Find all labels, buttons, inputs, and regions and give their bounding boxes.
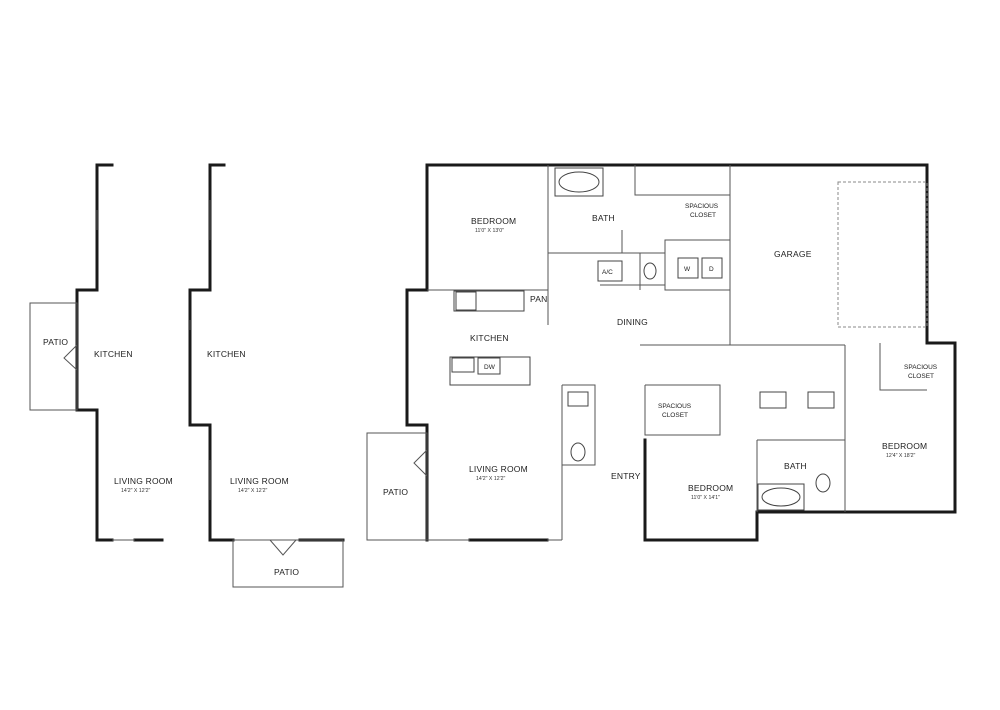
- kitchen-label: KITCHEN: [470, 333, 509, 343]
- left-alternate-plan: PATIO KITCHEN LIVING ROOM 14'2" X 12'2": [29, 163, 173, 542]
- hall-toilet: [570, 442, 586, 462]
- closet-1-label-line1: SPACIOUS: [685, 203, 719, 210]
- main-interior-walls: [427, 165, 927, 540]
- bedroom-3-dim: 12'4" X 18'2": [886, 453, 915, 459]
- left-alt-living-dim: 14'2" X 12'2": [121, 488, 150, 494]
- pantry-label: PAN: [530, 294, 547, 304]
- bath-2-sink-left: [759, 391, 787, 409]
- washer: [677, 257, 699, 279]
- main-patio-door: [413, 449, 428, 477]
- left-alt-window: [96, 210, 135, 541]
- closet-2-label-line2: CLOSET: [662, 412, 688, 419]
- bath-2-toilet: [815, 473, 831, 493]
- main-plan: BEDROOM 11'0" X 13'0" BATH SPACIOUS CLOS…: [366, 163, 957, 542]
- bath-1-toilet: [643, 262, 657, 280]
- ac-label: A/C: [602, 269, 613, 276]
- bedroom-1-label: BEDROOM: [471, 216, 516, 226]
- left-alt-patio-door: [63, 344, 78, 371]
- middle-alt-patio-door: [269, 539, 297, 556]
- middle-alt-window: [189, 200, 211, 500]
- middle-alternate-plan: KITCHEN LIVING ROOM 14'2" X 12'2" PATIO: [188, 163, 345, 588]
- main-patio: [366, 432, 428, 541]
- bath-1-tub-basin: [558, 171, 600, 193]
- left-alt-kitchen-label: KITCHEN: [94, 349, 133, 359]
- closet-3-label-line2: CLOSET: [908, 373, 934, 380]
- hall-sink: [567, 391, 589, 407]
- closet-3-label-line1: SPACIOUS: [904, 364, 938, 371]
- bath-2-label: BATH: [784, 461, 807, 471]
- left-alt-living-room-label: LIVING ROOM: [114, 476, 173, 486]
- entry-label: ENTRY: [611, 471, 641, 481]
- left-alt-patio: [29, 302, 78, 411]
- dishwasher: [477, 357, 501, 375]
- ac-unit: [597, 260, 623, 282]
- bath-1-label: BATH: [592, 213, 615, 223]
- living-room-dim: 14'2" X 12'2": [476, 476, 505, 482]
- bedroom-2-dim: 11'0" X 14'1": [691, 495, 720, 501]
- main-patio-label: PATIO: [383, 487, 408, 497]
- middle-alt-living-room-label: LIVING ROOM: [230, 476, 289, 486]
- dining-label: DINING: [617, 317, 648, 327]
- middle-alt-patio: [232, 539, 344, 588]
- bath-2-sink-right: [807, 391, 835, 409]
- dryer: [701, 257, 723, 279]
- bedroom-3-label: BEDROOM: [882, 441, 927, 451]
- dryer-label: D: [709, 266, 714, 273]
- washer-label: W: [684, 266, 691, 273]
- left-alt-patio-label: PATIO: [43, 337, 68, 347]
- living-room-label: LIVING ROOM: [469, 464, 528, 474]
- kitchen-sink: [451, 357, 475, 373]
- closet-1-label-line2: CLOSET: [690, 212, 716, 219]
- kitchen-stove: [455, 291, 477, 311]
- garage-door-outline: [837, 181, 928, 328]
- middle-alt-living-dim: 14'2" X 12'2": [238, 488, 267, 494]
- middle-alt-kitchen-label: KITCHEN: [207, 349, 246, 359]
- bedroom-1-dim: 11'0" X 13'0": [475, 228, 504, 234]
- bedroom-2-label: BEDROOM: [688, 483, 733, 493]
- closet-2-label-line1: SPACIOUS: [658, 403, 692, 410]
- garage-label: GARAGE: [774, 249, 812, 259]
- middle-alt-patio-label: PATIO: [274, 567, 299, 577]
- dishwasher-label: DW: [484, 364, 496, 371]
- bath-2-tub-basin: [761, 487, 801, 507]
